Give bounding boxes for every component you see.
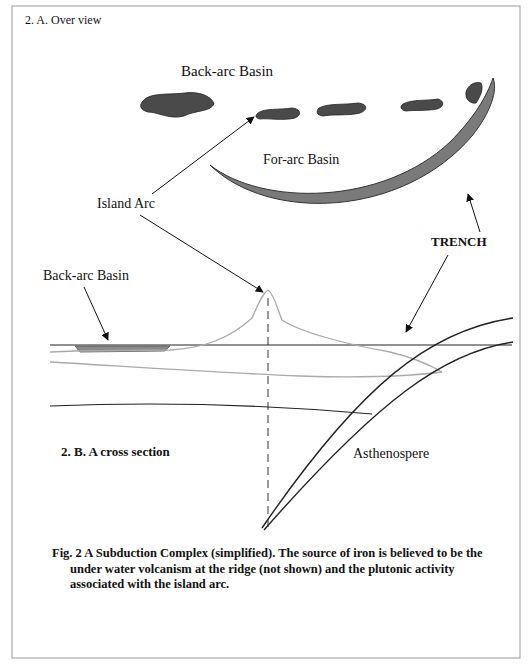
overriding-crust-base bbox=[50, 362, 442, 377]
region-label: Back-arc Basin bbox=[180, 63, 274, 80]
feature-label: TRENCH bbox=[430, 235, 488, 250]
panel-heading: 2. B. A cross section bbox=[60, 445, 171, 460]
figure-frame bbox=[12, 6, 520, 658]
island-arc-islands bbox=[141, 82, 482, 119]
layer-label: Asthenospere bbox=[352, 446, 430, 462]
region-label: For-arc Basin bbox=[262, 152, 340, 168]
leader-arrows bbox=[84, 117, 480, 340]
slab-base bbox=[264, 342, 513, 530]
overriding-crust-top bbox=[50, 290, 442, 372]
magma-path bbox=[268, 298, 269, 528]
sea-level bbox=[50, 345, 512, 346]
lithosphere-base bbox=[50, 404, 372, 414]
slab-top bbox=[262, 318, 513, 528]
panel-heading: 2. A. Over view bbox=[24, 14, 102, 28]
trench-plan bbox=[210, 78, 495, 203]
figure-caption: Fig. 2 A Subduction Complex (simplified)… bbox=[52, 546, 500, 593]
feature-label: Island Arc bbox=[96, 196, 156, 212]
region-label: Back-arc Basin bbox=[42, 268, 130, 284]
